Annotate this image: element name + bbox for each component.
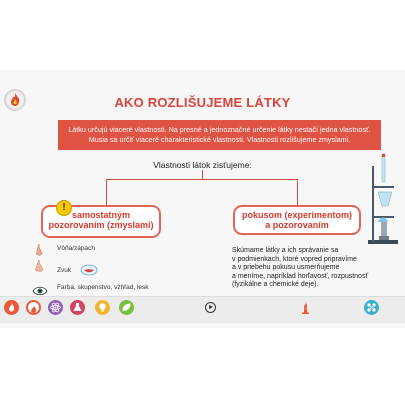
description-line: a v priebehu pokusu usmerňujeme [232, 264, 340, 272]
description-line: (fyzikálne a chemické deje). [232, 281, 319, 289]
observation-line-1: samostatným [71, 210, 131, 220]
banner-line-2: Musia sa určiť viaceré charakteristické … [88, 135, 351, 144]
flask-icon[interactable] [70, 300, 85, 315]
eye-icon [32, 283, 48, 301]
warning-icon: ! [56, 200, 72, 216]
connector-vertical-top [202, 170, 203, 179]
slide-area [0, 70, 405, 328]
connector-right-drop [297, 179, 298, 205]
page-title: AKO ROZLIŠUJEME LÁTKY [114, 95, 291, 110]
banner-line-1: Látku určujú viaceré vlastnosti. Na pres… [68, 125, 371, 134]
description-line: a meníme, napríklad horľavosť, rozpustno… [232, 272, 369, 280]
leaf-icon[interactable] [119, 300, 134, 315]
burner-icon[interactable] [298, 300, 313, 315]
sense-sound-label: Zvuk [57, 267, 72, 274]
play-icon[interactable] [205, 302, 216, 313]
fire-logo-icon [4, 89, 26, 111]
experiment-line-2: a pozorovaním [265, 220, 329, 230]
description-line: v podmienkach, ktoré vopred pripravíme [232, 255, 357, 263]
nose-icon [34, 243, 44, 262]
description-line: Skúmame látky a ich správanie sa [232, 247, 339, 254]
sense-sight-label: Farba, skupenstvo, vzhľad, lesk [57, 284, 149, 291]
sense-smell-label: Vôňa/zápach [57, 245, 95, 252]
molecule-icon[interactable] [364, 300, 379, 315]
experiment-description: Skúmame látky a ich správanie sa v podmi… [232, 247, 392, 290]
fire-icon[interactable] [26, 300, 41, 315]
bottom-toolbar [0, 296, 405, 323]
info-banner: Látku určujú viaceré vlastnosti. Na pres… [58, 120, 381, 150]
observation-line-2: pozorovaním (zmyslami) [48, 220, 154, 230]
nose-large-icon [33, 259, 45, 278]
atom-icon[interactable] [48, 300, 63, 315]
flame-icon[interactable] [4, 300, 19, 315]
lab-stand-icon [356, 150, 404, 255]
mouth-icon [80, 263, 98, 281]
lightbulb-icon[interactable] [95, 300, 110, 315]
subheading: Vlastnosti látok zisťujeme: [153, 160, 252, 170]
experiment-line-1: pokusom (experimentom) [241, 210, 353, 220]
experiment-box: pokusom (experimentom) a pozorovaním [233, 205, 361, 235]
connector-horizontal [106, 179, 298, 180]
connector-left-drop [106, 179, 107, 205]
